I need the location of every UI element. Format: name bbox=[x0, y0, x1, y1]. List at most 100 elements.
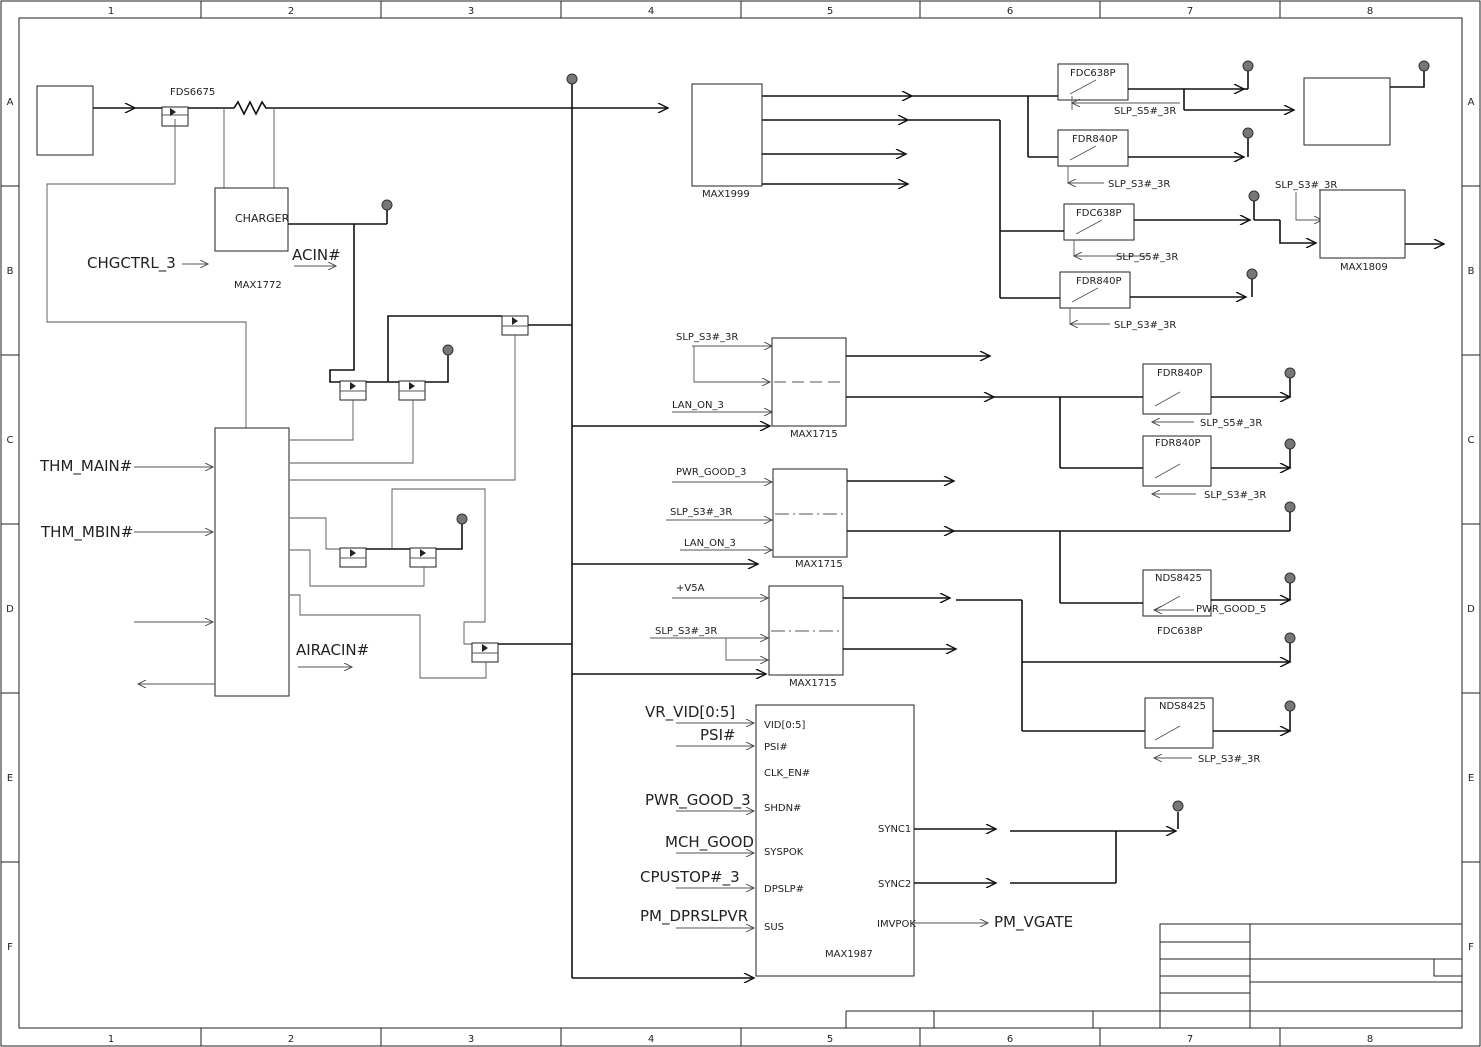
col-label-bottom: 2 bbox=[288, 1034, 294, 1045]
max1715-u3 bbox=[768, 585, 844, 676]
row-label-left: D bbox=[6, 604, 14, 615]
acin-label: ACIN# bbox=[292, 246, 341, 264]
row-label-right: A bbox=[1468, 97, 1475, 108]
col-label-top: 3 bbox=[468, 6, 474, 17]
sw1-part: FDC638P bbox=[1070, 68, 1116, 79]
battery-mosfet-5 bbox=[409, 547, 437, 568]
battery-mosfet-1 bbox=[339, 380, 367, 401]
col-label-top: 8 bbox=[1367, 6, 1373, 17]
thm-mbin-label: THM_MBIN# bbox=[40, 523, 133, 542]
sw1-ctrl: SLP_S5#_3R bbox=[1114, 106, 1176, 117]
col-label-top: 6 bbox=[1007, 6, 1013, 17]
chgctrl-label: CHGCTRL_3 bbox=[87, 254, 176, 273]
sync-terminal bbox=[1172, 800, 1184, 812]
pin-dpslp: DPSLP# bbox=[764, 884, 804, 895]
pin-syspok: SYSPOK bbox=[764, 847, 804, 858]
pwr-good-label: PWR_GOOD_3 bbox=[645, 791, 751, 810]
battery-mosfet-6 bbox=[471, 642, 499, 663]
battery-controller-box bbox=[214, 427, 290, 697]
load-terminal bbox=[1418, 60, 1430, 72]
sw6-part: FDR840P bbox=[1155, 438, 1201, 449]
col-label-bottom: 5 bbox=[827, 1034, 833, 1045]
sw8-part: NDS8425 bbox=[1159, 701, 1206, 712]
charger-ic bbox=[214, 187, 289, 252]
col-label-bottom: 7 bbox=[1187, 1034, 1193, 1045]
cpu-vr-section: VR_VID[0:5] PSI# PWR_GOOD_3 MCH_GOOD CPU… bbox=[640, 703, 1184, 977]
sw4-ctrl: SLP_S3#_3R bbox=[1114, 320, 1176, 331]
battery-mosfet-2 bbox=[398, 380, 426, 401]
psi-label: PSI# bbox=[700, 726, 736, 744]
mch-good-label: MCH_GOOD bbox=[665, 833, 754, 852]
sw7-part-alt: FDC638P bbox=[1157, 626, 1203, 637]
row-label-left: B bbox=[7, 266, 14, 277]
col-label-bottom: 4 bbox=[648, 1034, 654, 1045]
u1-in2-label: LAN_ON_3 bbox=[672, 400, 724, 411]
col-label-top: 4 bbox=[648, 6, 654, 17]
pin-psi: PSI# bbox=[764, 742, 788, 753]
row-label-right: B bbox=[1468, 266, 1475, 277]
sw8-terminal bbox=[1284, 700, 1296, 712]
pm-vgate-label: PM_VGATE bbox=[994, 913, 1073, 932]
sense-resistor bbox=[222, 100, 572, 116]
sw7-part: NDS8425 bbox=[1155, 573, 1202, 584]
sw6-terminal bbox=[1284, 438, 1296, 450]
u2-out-terminal bbox=[1284, 501, 1296, 513]
sw4-terminal bbox=[1246, 268, 1258, 280]
pin-sync1: SYNC1 bbox=[878, 824, 911, 835]
max1715-u2 bbox=[772, 468, 848, 558]
sw5-part: FDR840P bbox=[1157, 368, 1203, 379]
sw8-ctrl: SLP_S3#_3R bbox=[1198, 754, 1260, 765]
pin-vid: VID[0:5] bbox=[764, 720, 805, 731]
max1987-label: MAX1987 bbox=[825, 949, 873, 960]
max1999-ic bbox=[691, 83, 763, 187]
row-label-right: D bbox=[1467, 604, 1475, 615]
charger-part-label: MAX1772 bbox=[234, 280, 282, 291]
pin-imvpok: IMVPOK bbox=[877, 919, 916, 930]
pin-clk-en: CLK_EN# bbox=[764, 768, 810, 779]
fds6675-label: FDS6675 bbox=[170, 87, 215, 98]
col-label-top: 5 bbox=[827, 6, 833, 17]
title-block bbox=[845, 923, 1463, 1029]
thm-main-label: THM_MAIN# bbox=[39, 457, 132, 476]
frame-labels: 1 2 3 4 5 6 7 8 1 2 3 4 5 6 7 8 A B C D … bbox=[6, 6, 1475, 1045]
sw7-terminal bbox=[1284, 572, 1296, 584]
u2-in2-label: SLP_S3#_3R bbox=[670, 507, 732, 518]
top-right-load-box bbox=[1303, 77, 1391, 146]
u1-in1-label: SLP_S3#_3R bbox=[676, 332, 738, 343]
fds6675-mosfet bbox=[161, 106, 189, 127]
max1809-ctrl-label: SLP_S3#_3R bbox=[1275, 180, 1337, 191]
sw2-part: FDR840P bbox=[1072, 134, 1118, 145]
battery-terminal-1 bbox=[442, 344, 454, 356]
adapter-section: FDS6675 CHARGER MAX1772 CHGCTRL_3 ACIN# bbox=[36, 85, 668, 428]
max1809-ic bbox=[1319, 189, 1406, 259]
u3-in1-label: +V5A bbox=[676, 583, 705, 594]
sw5-terminal bbox=[1284, 367, 1296, 379]
pin-sync2: SYNC2 bbox=[878, 879, 911, 890]
main-power-bus bbox=[566, 73, 770, 978]
row-label-left: F bbox=[7, 942, 13, 953]
battery-terminal-2 bbox=[456, 513, 468, 525]
battery-mosfet-4 bbox=[339, 547, 367, 568]
load-switches-right: FDR840P SLP_S5#_3R FDR840P SLP_S3#_3R ND… bbox=[1142, 363, 1296, 765]
adapter-connector-box bbox=[36, 85, 94, 156]
col-label-top: 1 bbox=[108, 6, 114, 17]
col-label-bottom: 8 bbox=[1367, 1034, 1373, 1045]
max1987-ic bbox=[755, 704, 915, 977]
col-label-top: 2 bbox=[288, 6, 294, 17]
sw4-part: FDR840P bbox=[1076, 276, 1122, 287]
max1715-regulators: SLP_S3#_3R LAN_ON_3 MAX1715 PWR_GOOD_3 S… bbox=[650, 332, 1296, 732]
sw6-ctrl: SLP_S3#_3R bbox=[1204, 490, 1266, 501]
sw2-ctrl: SLP_S3#_3R bbox=[1108, 179, 1170, 190]
col-label-bottom: 1 bbox=[108, 1034, 114, 1045]
col-label-bottom: 6 bbox=[1007, 1034, 1013, 1045]
battery-controller: THM_MAIN# THM_MBIN# AIRACIN# bbox=[39, 427, 369, 697]
max1999-section: MAX1999 FDC638P SLP_S5#_3R FDR840P bbox=[691, 60, 1444, 331]
col-label-bottom: 3 bbox=[468, 1034, 474, 1045]
row-label-left: A bbox=[7, 97, 14, 108]
u1-part-label: MAX1715 bbox=[790, 429, 838, 440]
cpustop-label: CPUSTOP#_3 bbox=[640, 868, 740, 887]
row-label-right: C bbox=[1468, 435, 1475, 446]
power-path-switches bbox=[290, 224, 572, 679]
